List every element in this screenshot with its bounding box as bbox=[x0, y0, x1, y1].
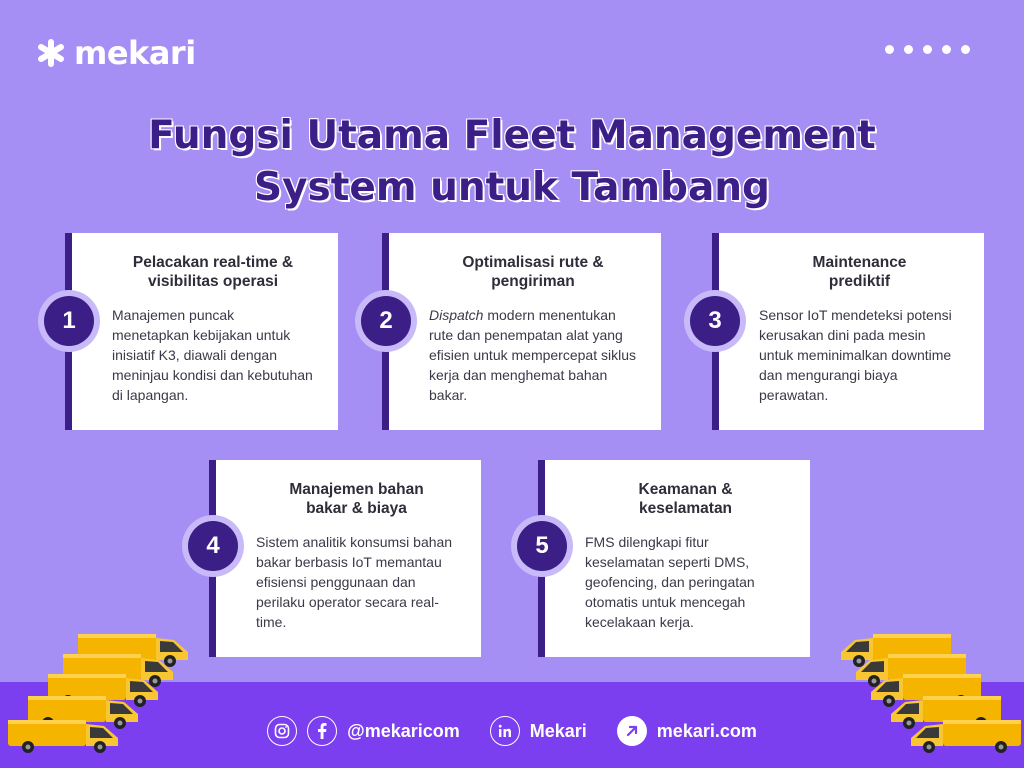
step-number-4: 4 bbox=[188, 521, 238, 571]
decorative-dots bbox=[885, 45, 970, 54]
card-3: Maintenance prediktif Sensor IoT mendete… bbox=[712, 233, 984, 430]
dot bbox=[923, 45, 932, 54]
step-number-1: 1 bbox=[44, 296, 94, 346]
card-body-emphasis: Dispatch bbox=[429, 307, 484, 323]
card-title-line: prediktif bbox=[828, 273, 891, 290]
card-title: Manajemen bahan bakar & biaya bbox=[256, 480, 457, 518]
card-title: Keamanan & keselamatan bbox=[585, 480, 786, 518]
card-title: Optimalisasi rute & pengiriman bbox=[429, 253, 637, 291]
card-2: Optimalisasi rute & pengiriman Dispatch … bbox=[382, 233, 661, 430]
page-title-line1: Fungsi Utama Fleet Management bbox=[148, 113, 876, 158]
arrow-up-right-icon[interactable] bbox=[616, 716, 647, 746]
card-1: Pelacakan real-time & visibilitas operas… bbox=[65, 233, 338, 430]
card-body-text: modern menentukan rute dan penempatan al… bbox=[429, 307, 636, 403]
step-number-5: 5 bbox=[517, 521, 567, 571]
dot bbox=[942, 45, 951, 54]
card-title-line: visibilitas operasi bbox=[147, 273, 279, 290]
card-title: Pelacakan real-time & visibilitas operas… bbox=[112, 253, 314, 291]
brand-name: mekari bbox=[74, 34, 196, 72]
brand-logo[interactable]: mekari bbox=[36, 34, 196, 72]
card-title-line: keselamatan bbox=[638, 500, 733, 517]
asterisk-logo-icon bbox=[38, 39, 64, 67]
facebook-icon[interactable] bbox=[307, 716, 338, 746]
card-title-line: Maintenance bbox=[812, 254, 907, 271]
card-4: Manajemen bahan bakar & biaya Sistem ana… bbox=[209, 460, 481, 657]
card-5: Keamanan & keselamatan FMS dilengkapi fi… bbox=[538, 460, 810, 657]
dot bbox=[904, 45, 913, 54]
social-links: @mekaricom Mekari mekari.com bbox=[0, 716, 1024, 746]
card-body: Sensor IoT mendeteksi potensi kerusakan … bbox=[759, 307, 952, 403]
card-title: Maintenance prediktif bbox=[759, 253, 960, 291]
dot bbox=[885, 45, 894, 54]
linkedin-name[interactable]: Mekari bbox=[529, 720, 587, 741]
card-title-line: Keamanan & bbox=[638, 481, 733, 498]
card-body: FMS dilengkapi fitur keselamatan seperti… bbox=[585, 534, 755, 630]
card-body: Dispatch modern menentukan rute dan pene… bbox=[429, 305, 637, 405]
dot bbox=[961, 45, 970, 54]
step-number-3: 3 bbox=[690, 296, 740, 346]
instagram-icon[interactable] bbox=[267, 716, 298, 746]
page-title: Fungsi Utama Fleet Management System unt… bbox=[0, 110, 1024, 214]
card-title-line: pengiriman bbox=[491, 273, 575, 290]
page-title-line2: System untuk Tambang bbox=[254, 165, 770, 210]
card-body: Sistem analitik konsumsi bahan bakar ber… bbox=[256, 534, 453, 630]
social-handle[interactable]: @mekaricom bbox=[347, 720, 460, 741]
step-number-2: 2 bbox=[361, 296, 411, 346]
card-body: Manajemen puncak menetapkan kebijakan un… bbox=[112, 307, 313, 403]
card-title-line: bakar & biaya bbox=[306, 500, 407, 517]
linkedin-icon[interactable] bbox=[489, 716, 520, 746]
card-title-line: Optimalisasi rute & bbox=[462, 254, 604, 271]
card-title-line: Pelacakan real-time & bbox=[132, 254, 294, 271]
website-link[interactable]: mekari.com bbox=[656, 720, 757, 741]
card-title-line: Manajemen bahan bbox=[289, 481, 424, 498]
